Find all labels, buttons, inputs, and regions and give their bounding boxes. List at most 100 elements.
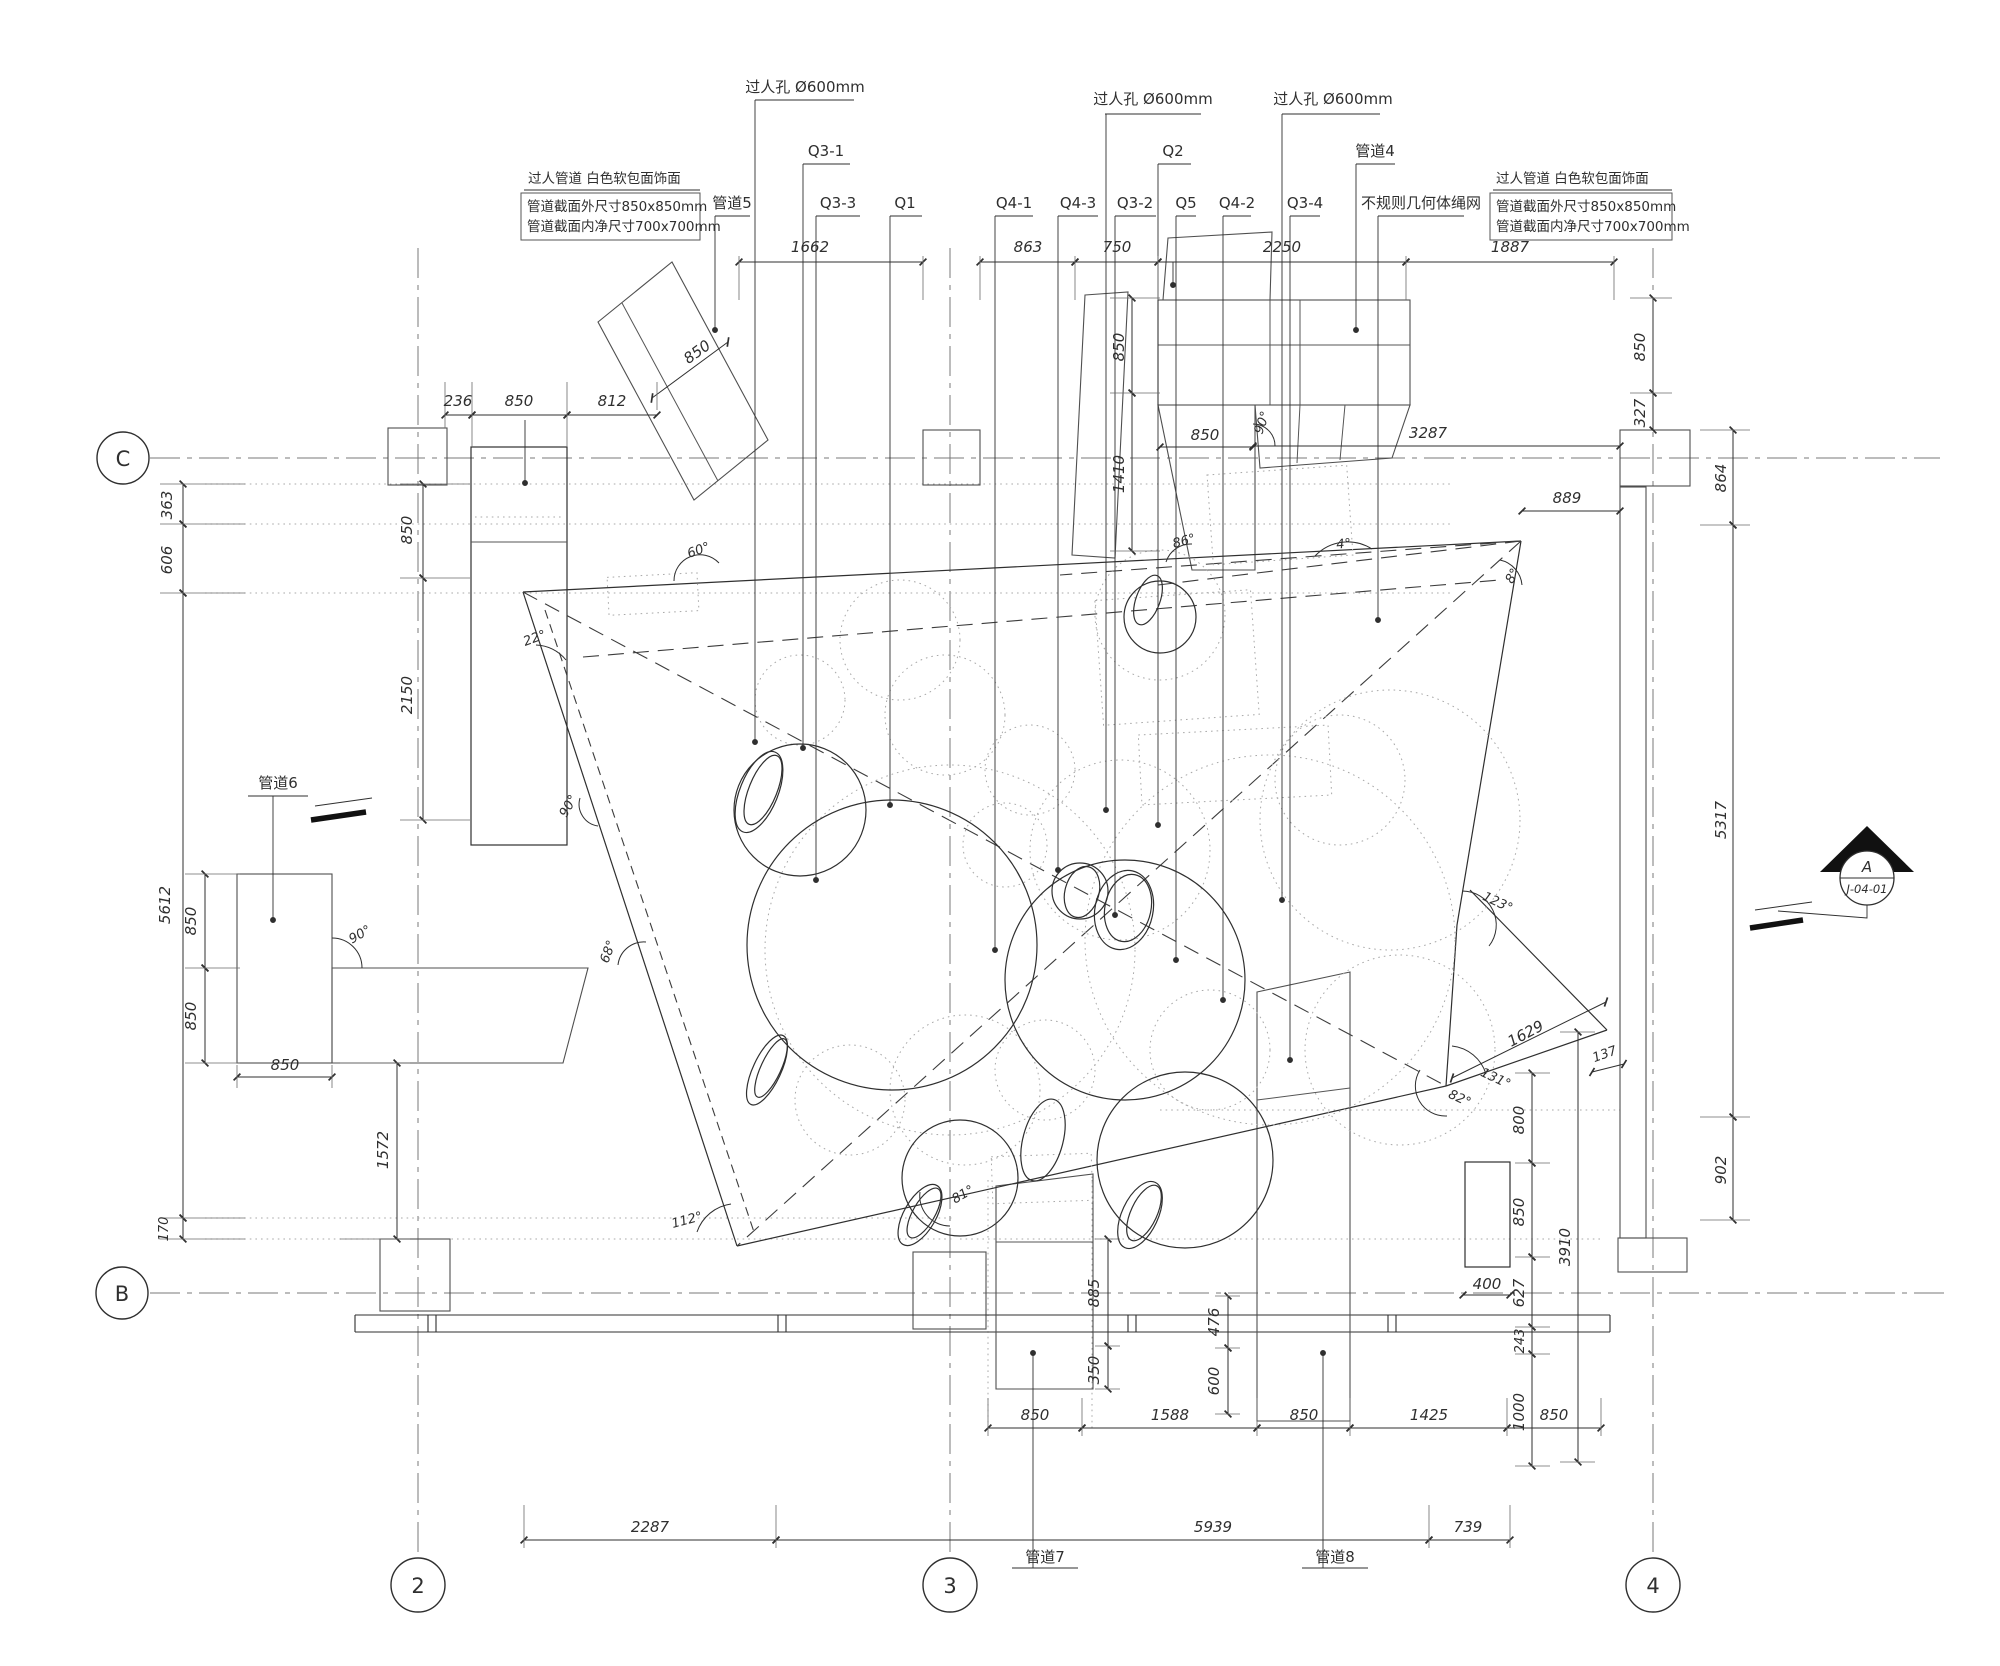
duct-label: 管道6: [258, 774, 298, 792]
construction-circles: [606, 464, 1521, 1205]
dim-text: 850: [1510, 1198, 1528, 1227]
dim-text: 137: [1591, 1043, 1620, 1066]
manhole-label: 过人孔 Ø600mm: [1093, 90, 1212, 108]
dim-text: 236: [444, 392, 473, 410]
top-right-pipe: [1071, 231, 1411, 571]
angle-label: 81°: [950, 1183, 977, 1208]
sphere-bottom-right: [1096, 1071, 1274, 1249]
q-label: Q4-2: [1219, 194, 1255, 212]
sphere-big-center: [746, 799, 1038, 1091]
duct8-pipe: [1256, 971, 1351, 1422]
spec-line2: 管道截面内净尺寸700x700mm: [1496, 219, 1690, 235]
angle-label: 90°: [347, 923, 374, 948]
angle-label: 90°: [557, 793, 582, 820]
angle-label: 86°: [1171, 531, 1197, 551]
dim-text: 750: [1103, 238, 1132, 256]
grid-lines: [150, 248, 1950, 1556]
dim-text: 1410: [1110, 455, 1128, 493]
detail-marker-letter: A: [1861, 858, 1872, 876]
dim-text: 850: [1290, 1406, 1319, 1424]
dim-text: 5317: [1712, 800, 1730, 839]
sphere-small-left: [733, 743, 867, 877]
right-wall: [1619, 486, 1647, 1239]
q-label: Q1: [894, 194, 915, 212]
spec-block-right: 过人管道 白色软包面饰面 管道截面外尺寸850x850mm 管道截面内净尺寸70…: [1489, 170, 1690, 241]
angle-label: 22°: [521, 628, 548, 650]
section-line-symbol-right: [1749, 901, 1813, 931]
dim-text: 2287: [631, 1518, 670, 1536]
dim-text: 1588: [1151, 1406, 1189, 1424]
grid-bubble-2: 2: [411, 1574, 424, 1598]
manhole-label: 过人孔 Ø600mm: [745, 78, 864, 96]
dim-text: 850: [1631, 333, 1649, 362]
duct-label: 管道4: [1355, 142, 1395, 160]
sphere-small-top: [1123, 580, 1197, 654]
angle-label: 123°: [1480, 889, 1515, 916]
q-label: Q4-1: [996, 194, 1032, 212]
grid-bubbles: C B 2 3 4: [95, 431, 1681, 1613]
detail-marker: A J-04-01: [1777, 826, 1914, 919]
dim-text: 243: [1513, 1329, 1528, 1354]
dim-text: 850: [1021, 1406, 1050, 1424]
dim-text: 5612: [156, 886, 174, 924]
grid-bubble-4: 4: [1646, 1574, 1659, 1598]
angle-label: 131°: [1478, 1065, 1513, 1092]
dim-text: 600: [1205, 1367, 1223, 1396]
spec-title: 过人管道 白色软包面饰面: [528, 170, 681, 187]
grid-bubble-B: B: [115, 1282, 129, 1306]
dim-text: 800: [1510, 1106, 1528, 1135]
angle-label: 8°: [1503, 566, 1523, 586]
dim-text: 170: [157, 1217, 172, 1242]
angle-label: 60°: [685, 540, 712, 562]
angle-label: 4°: [1336, 536, 1352, 552]
duct-label: 管道5: [712, 194, 752, 212]
callout-labels: 过人孔 Ø600mm 过人孔 Ø600mm 过人孔 Ø600mm Q3-1 Q2…: [258, 78, 1481, 1566]
dim-text: 2150: [398, 676, 416, 714]
porthole-eye: [1051, 862, 1109, 920]
dim-text: 2250: [1263, 238, 1301, 256]
dimension-lines: [178, 257, 1738, 1545]
dim-text: 850: [1110, 333, 1128, 362]
porthole-openings: [734, 574, 1163, 1250]
dim-text: 350: [1085, 1356, 1103, 1385]
angle-label: 112°: [670, 1209, 704, 1232]
section-line-symbol-left: [310, 797, 373, 823]
q-label: Q3-2: [1117, 194, 1153, 212]
dim-text: 812: [598, 392, 627, 410]
dim-text: 864: [1712, 464, 1730, 493]
dim-text: 3910: [1556, 1228, 1574, 1266]
dim-text: 1629: [1505, 1017, 1547, 1051]
sphere-big-right: [1004, 859, 1246, 1101]
duct7-pipe: [995, 1173, 1094, 1390]
dim-text: 850: [505, 392, 534, 410]
detail-marker-sheet: J-04-01: [1845, 882, 1888, 896]
spec-line2: 管道截面内净尺寸700x700mm: [527, 219, 721, 235]
sphere-cluster: [606, 464, 1521, 1250]
q-label: Q3-1: [808, 142, 844, 160]
dimension-texts: 1662 863 750 2250 1887 236 850 812 850 3…: [156, 238, 1730, 1536]
angle-label: 90°: [1252, 409, 1274, 436]
dim-text: 1662: [791, 238, 829, 256]
dim-text: 1572: [374, 1131, 392, 1169]
angle-arcs: [331, 423, 1523, 1233]
dim-text: 327: [1631, 398, 1649, 427]
grid-bubble-C: C: [116, 447, 131, 471]
floor-band: [354, 1314, 1611, 1333]
dim-text: 850: [182, 907, 200, 936]
dim-text: 863: [1014, 238, 1043, 256]
q-label: Q5: [1175, 194, 1196, 212]
q-label: Q3-3: [820, 194, 856, 212]
spec-line1: 管道截面外尺寸850x850mm: [1496, 199, 1676, 215]
dim-text: 400: [1473, 1275, 1502, 1293]
dim-text: 850: [182, 1002, 200, 1031]
dim-text: 3287: [1409, 424, 1448, 442]
duct6-pipe: [236, 873, 589, 1064]
q-label: Q2: [1162, 142, 1183, 160]
dim-text: 850: [680, 336, 714, 367]
dim-text: 850: [398, 516, 416, 545]
angle-label: 82°: [1446, 1087, 1473, 1110]
dim-text: 606: [158, 546, 176, 575]
dim-text: 1000: [1510, 1393, 1528, 1431]
